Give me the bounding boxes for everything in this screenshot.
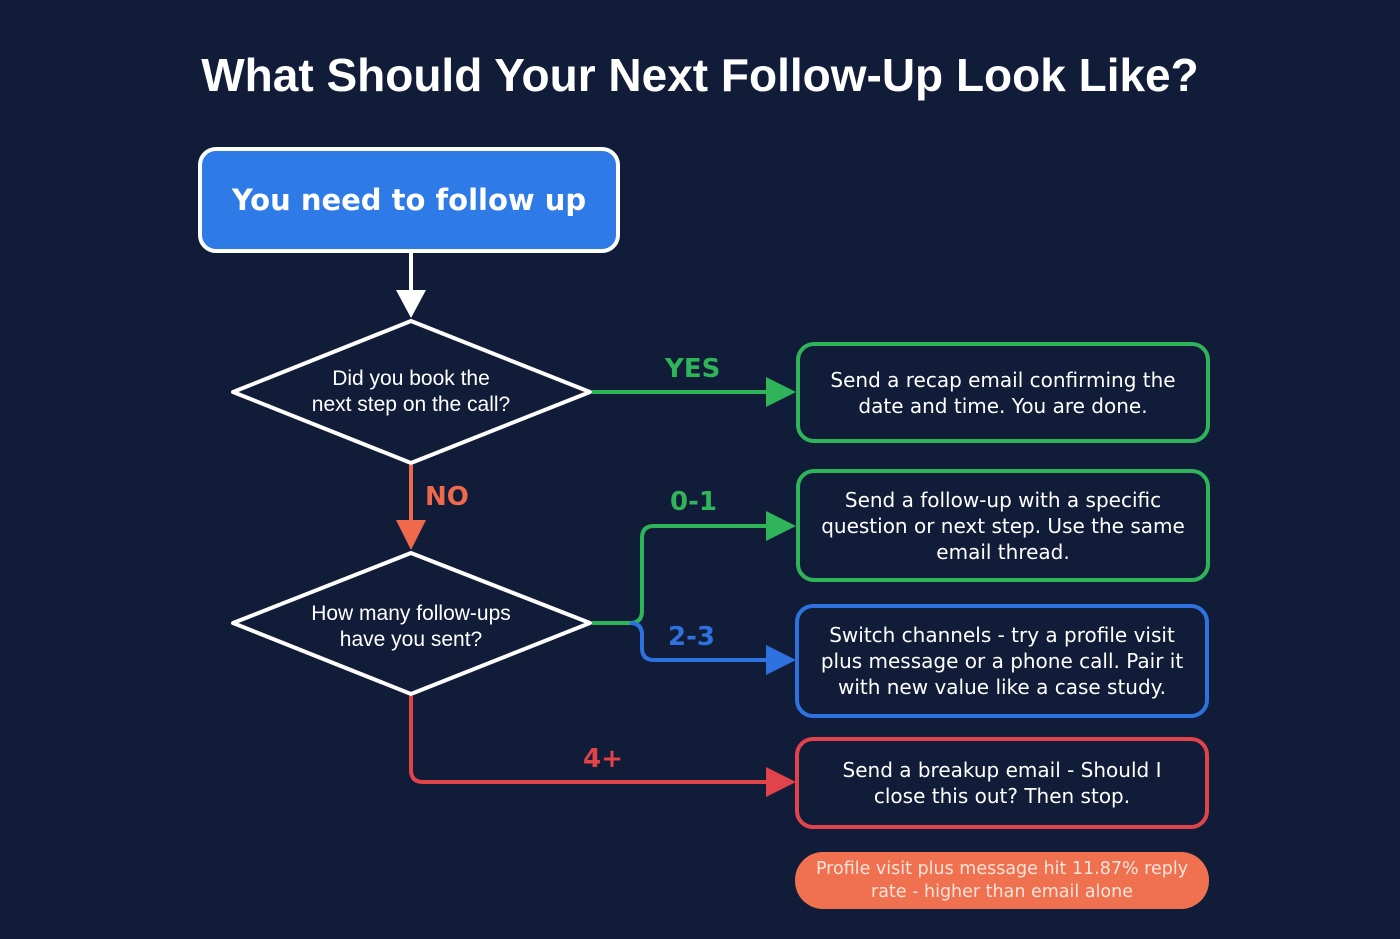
connector-4-plus: [409, 696, 770, 784]
decision2-line2: have you sent?: [339, 628, 483, 651]
decision2-diamond: [231, 551, 592, 696]
decision2-line1: How many follow-ups: [311, 602, 511, 625]
decision1-line1: Did you book the: [332, 367, 490, 390]
connector-2-3: [629, 621, 770, 662]
outcome-4-plus-box: Send a breakup email - Should I close th…: [795, 737, 1209, 829]
outcome-2-3-text: Switch channels - try a profile visit pl…: [820, 623, 1184, 699]
outcome-2-3-box: Switch channels - try a profile visit pl…: [795, 604, 1209, 718]
stat-callout-text: Profile visit plus message hit 11.87% re…: [815, 858, 1189, 902]
decision1-text: Did you book the next step on the call?: [271, 366, 551, 418]
outcome-0-1-box: Send a follow-up with a specific questio…: [796, 469, 1210, 582]
arrowhead-right-icon: [766, 377, 796, 407]
arrowhead-down-icon: [396, 290, 426, 318]
edge-label-no: NO: [425, 482, 469, 512]
outcome-0-1-text: Send a follow-up with a specific questio…: [821, 487, 1185, 564]
arrowhead-right-icon: [766, 511, 796, 541]
edge-label-yes: YES: [665, 354, 721, 384]
outcome-yes-box: Send a recap email confirming the date a…: [796, 342, 1210, 443]
edge-label-0-1: 0-1: [670, 487, 717, 517]
decision2-text: How many follow-ups have you sent?: [271, 601, 551, 653]
outcome-yes-text: Send a recap email confirming the date a…: [830, 367, 1176, 418]
edge-label-2-3: 2-3: [668, 622, 715, 652]
page-title: What Should Your Next Follow-Up Look Lik…: [201, 49, 1199, 101]
outcome-4-plus-text: Send a breakup email - Should I close th…: [842, 758, 1162, 808]
arrowhead-right-icon: [766, 767, 796, 797]
decision1-line2: next step on the call?: [311, 393, 511, 416]
stat-callout: Profile visit plus message hit 11.87% re…: [795, 852, 1209, 909]
arrowhead-down-icon: [396, 520, 426, 550]
decision1-diamond: [231, 319, 592, 465]
edge-label-4-plus: 4+: [583, 744, 623, 774]
arrowhead-right-icon: [766, 645, 796, 675]
start-node: You need to follow up: [198, 147, 620, 253]
connector-0-1: [592, 524, 770, 625]
